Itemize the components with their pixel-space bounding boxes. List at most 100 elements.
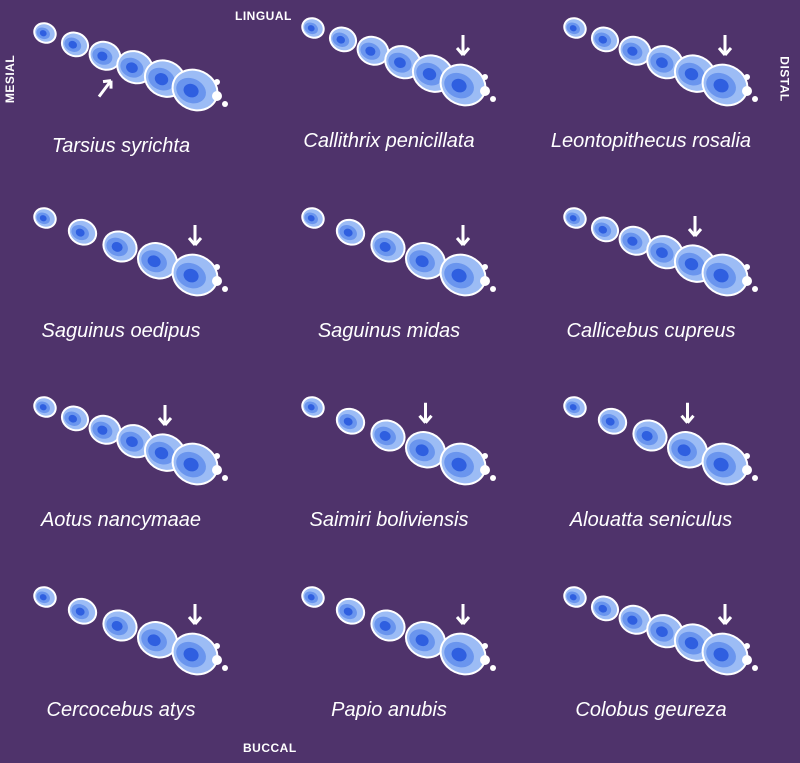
arrow-icon bbox=[680, 402, 695, 424]
tooth bbox=[404, 242, 447, 280]
fragment bbox=[480, 86, 490, 96]
fragment bbox=[490, 96, 496, 102]
fragment bbox=[214, 264, 220, 270]
tooth bbox=[563, 17, 587, 39]
fragment bbox=[752, 475, 758, 481]
tooth bbox=[404, 621, 447, 659]
fragment bbox=[742, 655, 752, 665]
arrow-icon bbox=[455, 35, 471, 56]
tooth bbox=[563, 396, 587, 418]
tooth bbox=[33, 22, 57, 44]
tooth bbox=[171, 68, 219, 112]
species-panel: Papio anubis bbox=[258, 542, 520, 722]
species-panel: Callicebus cupreus bbox=[520, 163, 782, 343]
tooth bbox=[356, 35, 390, 66]
tooth bbox=[301, 396, 325, 418]
arrow-icon bbox=[717, 35, 733, 56]
tooth-row-diagram bbox=[301, 586, 496, 676]
fragment bbox=[482, 74, 488, 80]
fragment bbox=[742, 465, 752, 475]
fragment bbox=[752, 96, 758, 102]
tooth bbox=[563, 207, 587, 229]
species-label: Cercocebus atys bbox=[46, 699, 196, 721]
tooth bbox=[370, 419, 406, 452]
tooth bbox=[590, 216, 620, 243]
fragment bbox=[482, 643, 488, 649]
species-label: Callicebus cupreus bbox=[566, 320, 736, 342]
tooth-row-diagram bbox=[33, 207, 228, 297]
tooth bbox=[701, 442, 749, 486]
tooth bbox=[370, 609, 406, 642]
fragment bbox=[222, 665, 228, 671]
fragment bbox=[212, 91, 222, 101]
tooth bbox=[439, 632, 487, 676]
tooth bbox=[666, 431, 709, 469]
fragment bbox=[222, 475, 228, 481]
tooth bbox=[143, 433, 187, 472]
fragment bbox=[214, 453, 220, 459]
tooth bbox=[597, 407, 628, 435]
tooth bbox=[335, 407, 366, 435]
species-panel: Callithrix penicillata bbox=[258, 0, 520, 153]
tooth-row-diagram bbox=[563, 396, 758, 486]
tooth-row-diagram bbox=[301, 396, 496, 486]
fragment bbox=[222, 286, 228, 292]
tooth-row-diagram bbox=[563, 586, 758, 676]
species-panel: Cercocebus atys bbox=[0, 542, 252, 722]
tooth-row-diagram bbox=[33, 586, 228, 676]
tooth bbox=[404, 431, 447, 469]
tooth bbox=[33, 396, 57, 418]
tooth bbox=[335, 218, 366, 246]
tooth bbox=[171, 253, 219, 297]
species-label: Tarsius syrichta bbox=[51, 135, 191, 157]
arrow-icon bbox=[455, 604, 471, 625]
species-label: Aotus nancymaae bbox=[40, 509, 202, 531]
fragment bbox=[480, 465, 490, 475]
fragment bbox=[490, 665, 496, 671]
tooth bbox=[67, 218, 98, 246]
fragment bbox=[480, 276, 490, 286]
fragment bbox=[482, 453, 488, 459]
tooth bbox=[60, 405, 90, 432]
tooth bbox=[439, 442, 487, 486]
tooth bbox=[171, 442, 219, 486]
species-panel: Tarsius syrichta bbox=[0, 0, 252, 158]
fragment bbox=[222, 101, 228, 107]
tooth bbox=[563, 586, 587, 608]
arrow-icon bbox=[418, 402, 433, 424]
fragment bbox=[212, 276, 222, 286]
tooth bbox=[171, 632, 219, 676]
species-panel: Saguinus oedipus bbox=[0, 163, 252, 343]
tooth bbox=[618, 604, 652, 635]
species-label: Callithrix penicillata bbox=[303, 130, 475, 152]
tooth bbox=[701, 63, 749, 107]
tooth-row-diagram bbox=[33, 22, 228, 112]
lingual-label: LINGUAL bbox=[235, 9, 292, 23]
species-label: Alouatta seniculus bbox=[569, 509, 733, 531]
tooth bbox=[60, 31, 90, 58]
tooth-row-diagram bbox=[33, 396, 228, 486]
tooth bbox=[335, 597, 366, 625]
species-panel: Colobus geureza bbox=[520, 542, 782, 722]
arrow-icon bbox=[687, 216, 703, 237]
tooth-row-diagram bbox=[301, 207, 496, 297]
fragment bbox=[744, 643, 750, 649]
tooth bbox=[439, 63, 487, 107]
fragment bbox=[744, 264, 750, 270]
species-label: Saimiri boliviensis bbox=[309, 509, 469, 531]
tooth bbox=[632, 419, 668, 452]
fragment bbox=[744, 74, 750, 80]
tooth-row-diagram bbox=[563, 17, 758, 107]
fragment bbox=[742, 86, 752, 96]
tooth bbox=[136, 621, 179, 659]
tooth bbox=[301, 17, 325, 39]
species-label: Saguinus oedipus bbox=[41, 320, 201, 342]
tooth bbox=[301, 586, 325, 608]
tooth bbox=[143, 59, 187, 98]
species-label: Leontopithecus rosalia bbox=[550, 130, 752, 152]
fragment bbox=[490, 475, 496, 481]
tooth bbox=[88, 40, 122, 71]
arrow-icon bbox=[97, 79, 113, 98]
species-panel: Aotus nancymaae bbox=[0, 352, 252, 532]
arrow-icon bbox=[717, 604, 733, 625]
